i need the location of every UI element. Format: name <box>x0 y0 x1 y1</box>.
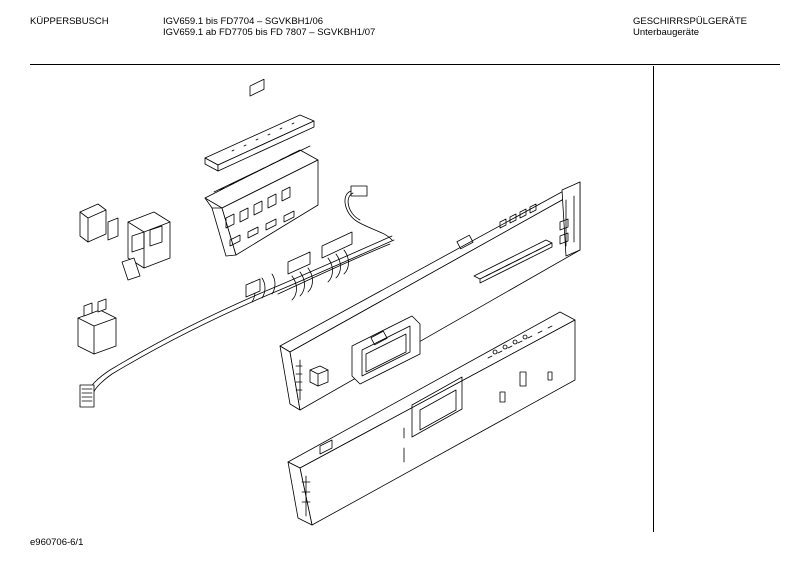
inner-housing-part <box>288 312 575 525</box>
model-line-2: IGV659.1 ab FD7705 bis FD 7807 – SGVKBH1… <box>163 27 376 38</box>
door-switch-parts <box>80 204 170 280</box>
connector-plug-part <box>345 186 392 240</box>
document-reference: e960706-6/1 <box>30 537 84 548</box>
button-strip-part <box>205 115 314 171</box>
category-subtitle: Unterbaugeräte <box>633 27 700 38</box>
display-window-part <box>352 316 420 384</box>
model-line-1: IGV659.1 bis FD7704 – SGVKBH1/06 <box>163 16 324 27</box>
relay-part <box>78 299 116 354</box>
header-divider <box>30 64 780 65</box>
small-cap-part <box>310 366 328 386</box>
wiring-harness-part <box>80 232 394 407</box>
control-module-part <box>205 79 318 256</box>
column-divider <box>653 66 654 532</box>
led-bar-part <box>474 240 552 283</box>
brand-name: KÜPPERSBUSCH <box>30 16 109 27</box>
category-title: GESCHIRRSPÜLGERÄTE <box>633 16 748 27</box>
